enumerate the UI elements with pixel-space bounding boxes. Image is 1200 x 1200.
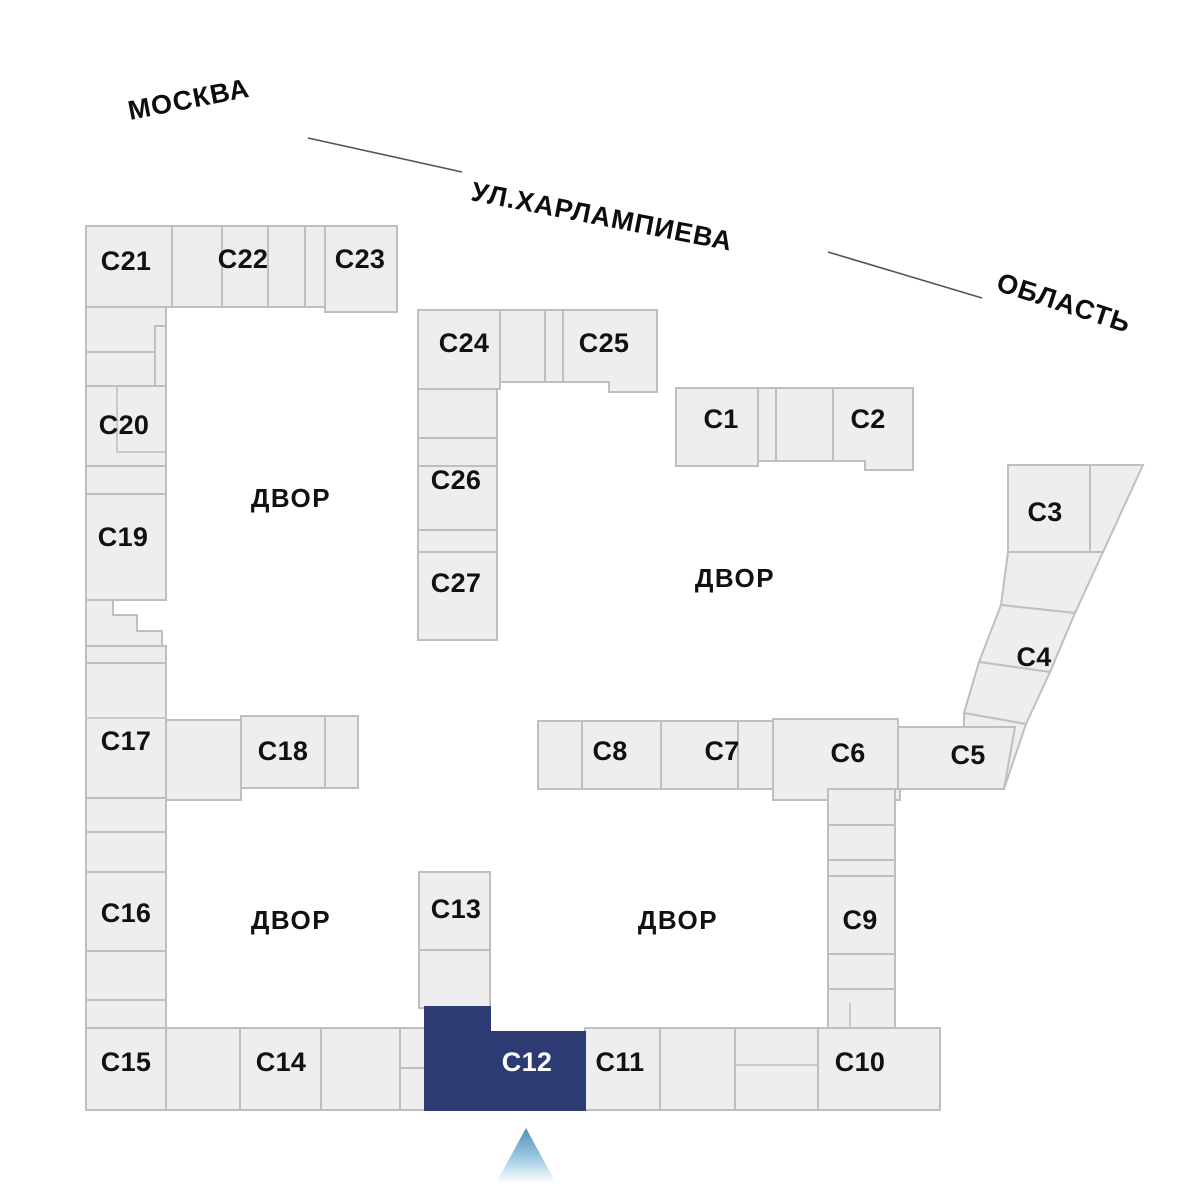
building-area-c18-west[interactable] xyxy=(165,719,242,801)
block-northeast xyxy=(675,387,914,471)
courtyard-label-se: ДВОР xyxy=(638,905,718,935)
building-label-c24: C24 xyxy=(439,328,489,358)
building-area-c25[interactable] xyxy=(562,309,658,393)
building-label-c14: C14 xyxy=(256,1047,306,1077)
building-area-c26-lower[interactable] xyxy=(417,529,498,553)
building-area-c13-lower[interactable] xyxy=(418,949,491,1009)
building-area-c3-lower[interactable] xyxy=(999,551,1105,615)
building-area-c22b[interactable] xyxy=(267,225,306,308)
building-label-c23: C23 xyxy=(335,244,385,274)
building-area-c19[interactable] xyxy=(85,493,167,601)
building-area-west-strip-3[interactable] xyxy=(85,797,167,833)
building-label-c2: C2 xyxy=(850,404,885,434)
road-leader-lines xyxy=(307,137,983,299)
building-area-c1-east[interactable] xyxy=(757,387,777,462)
location-marker-icon xyxy=(496,1128,556,1183)
direction-label-oblast: ОБЛАСТЬ xyxy=(993,267,1135,339)
building-label-c17: C17 xyxy=(101,726,151,756)
building-area-c22c[interactable] xyxy=(304,225,326,308)
building-labels: C1 C2 C3 C4 C5 C6 C7 C8 C9 C10 C11 C12 C… xyxy=(98,244,1062,1077)
building-area-c25-west[interactable] xyxy=(544,309,564,383)
building-area-c3-east[interactable] xyxy=(1089,464,1145,553)
building-area-c9-strip[interactable] xyxy=(827,859,896,877)
building-area-c19-lower[interactable] xyxy=(85,645,167,664)
building-area-c2[interactable] xyxy=(832,387,914,471)
building-area-c20-lower[interactable] xyxy=(85,465,167,495)
building-area-c16-lower-2[interactable] xyxy=(85,999,167,1029)
building-label-c6: C6 xyxy=(830,738,865,768)
building-label-c13: C13 xyxy=(431,894,481,924)
block-middle-row xyxy=(537,718,899,801)
building-label-c12: C12 xyxy=(502,1047,552,1077)
courtyard-label-nw: ДВОР xyxy=(251,483,331,513)
building-area-west-strip-4[interactable] xyxy=(85,831,167,873)
building-area-c26-mid[interactable] xyxy=(417,437,498,467)
building-area-c15-east[interactable] xyxy=(165,1027,241,1111)
building-area-c2-west[interactable] xyxy=(775,387,834,462)
building-label-c3: C3 xyxy=(1027,497,1062,527)
building-area-c21-annex[interactable] xyxy=(171,225,223,308)
building-area-c26-upper[interactable] xyxy=(417,388,498,439)
building-label-c22: C22 xyxy=(218,244,268,274)
courtyard-label-sw: ДВОР xyxy=(251,905,331,935)
building-area-c18-east[interactable] xyxy=(324,715,359,789)
building-area-c14-east-2[interactable] xyxy=(399,1027,426,1069)
building-area-c9-lower-1[interactable] xyxy=(827,953,896,990)
building-area-c1[interactable] xyxy=(675,387,759,467)
building-label-c5: C5 xyxy=(950,740,985,770)
building-area-c24-east[interactable] xyxy=(499,309,546,383)
block-east xyxy=(889,464,1145,801)
building-area-c23[interactable] xyxy=(324,225,398,313)
building-label-c15: C15 xyxy=(101,1047,151,1077)
block-south-center xyxy=(418,871,736,1111)
building-label-c10: C10 xyxy=(835,1047,885,1077)
building-area-c27[interactable] xyxy=(417,551,498,641)
building-label-c7: C7 xyxy=(704,736,739,766)
building-area-c14-east-3[interactable] xyxy=(399,1067,426,1111)
block-west xyxy=(85,225,426,1111)
building-area-c9-lower-2[interactable] xyxy=(827,988,896,1029)
building-area-c24[interactable] xyxy=(417,309,501,390)
building-area-west-inner-1[interactable] xyxy=(154,325,167,387)
building-label-c4: C4 xyxy=(1016,642,1051,672)
building-label-c16: C16 xyxy=(101,898,151,928)
building-label-c20: C20 xyxy=(99,410,149,440)
building-area-c12-selected[interactable] xyxy=(424,1006,586,1111)
direction-label-moscow: МОСКВА xyxy=(125,73,252,126)
building-label-c25: C25 xyxy=(579,328,629,358)
building-label-c18: C18 xyxy=(258,736,308,766)
courtyard-labels: ДВОР ДВОР ДВОР ДВОР xyxy=(251,483,775,935)
building-area-c11-east[interactable] xyxy=(659,1027,736,1111)
building-area-c14-east[interactable] xyxy=(320,1027,401,1111)
building-label-c8: C8 xyxy=(592,736,627,766)
building-area-c9-upper[interactable] xyxy=(827,824,896,861)
building-label-c11: C11 xyxy=(596,1047,645,1077)
building-label-c9: C9 xyxy=(842,905,877,935)
building-label-c21: C21 xyxy=(101,246,151,276)
building-label-c1: C1 xyxy=(703,404,738,434)
block-center xyxy=(417,309,658,641)
building-divider-c20-a xyxy=(116,386,166,453)
building-area-c8-west[interactable] xyxy=(537,720,583,790)
building-area-c16-lower-1[interactable] xyxy=(85,950,167,1001)
building-area-c19-stair[interactable] xyxy=(85,599,163,647)
road-label-kharlampieva: УЛ.ХАРЛАМПИЕВА xyxy=(469,176,735,256)
building-label-c19: C19 xyxy=(98,522,148,552)
building-area-c10-west[interactable] xyxy=(734,1027,819,1111)
building-label-c27: C27 xyxy=(431,568,481,598)
building-label-c26: C26 xyxy=(431,465,481,495)
building-area-c7-east[interactable] xyxy=(737,720,774,790)
courtyard-label-ne: ДВОР xyxy=(695,563,775,593)
